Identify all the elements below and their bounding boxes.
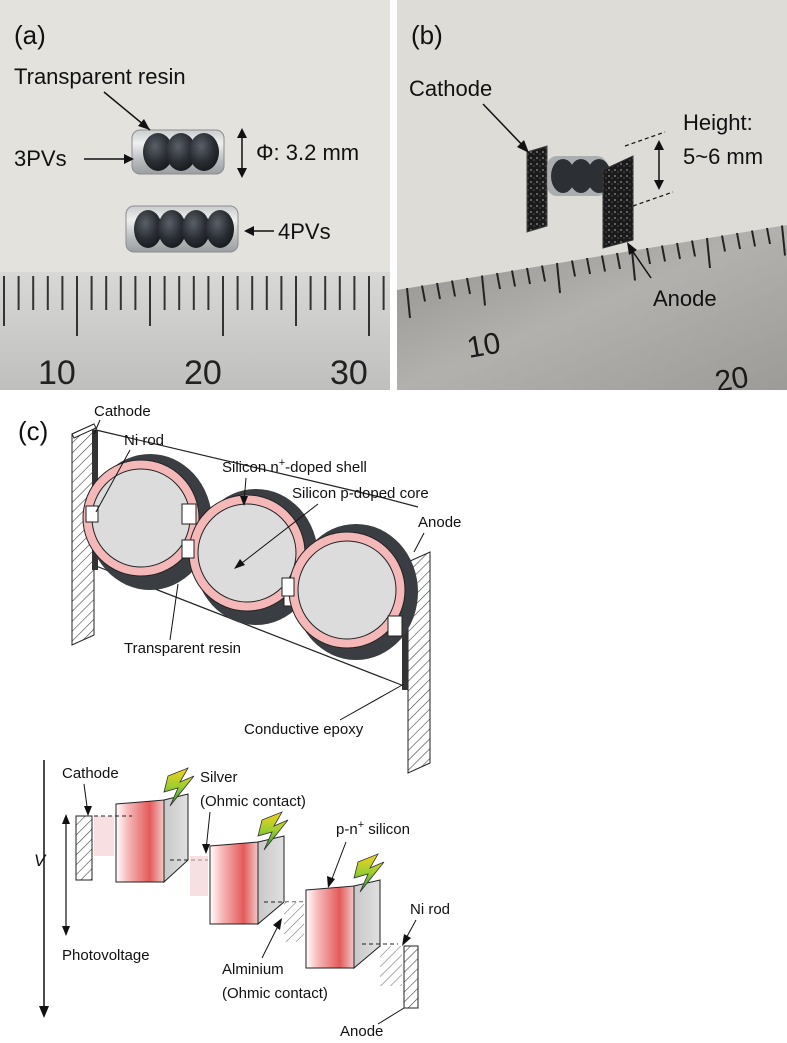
photovoltage-arrow [62, 814, 70, 936]
aluminium-sub-label: (Ohmic contact) [222, 985, 328, 1002]
photo-b-graphic: 10 20 (b) Cathode Height: 5~6 mm Anode [397, 20, 787, 390]
ruler-b-tick-10: 10 [464, 327, 503, 365]
photo-panel-b: 10 20 (b) Cathode Height: 5~6 mm Anode [397, 0, 787, 390]
photovoltage-label: Photovoltage [62, 947, 150, 964]
cathode-band [75, 815, 93, 881]
four-pv-label: 4PVs [278, 219, 331, 244]
aluminium-label: Alminium [222, 961, 284, 978]
four-pv-arrow-head [244, 226, 254, 236]
diameter-label: Φ: 3.2 mm [256, 140, 359, 165]
height-arrow-top [654, 140, 664, 150]
ruler-b-tick-20: 20 [712, 361, 751, 390]
lightning-icon [257, 811, 289, 851]
diameter-arrow-top [237, 128, 247, 138]
cathode-label-band: Cathode [62, 765, 119, 782]
height-label-line1: Height: [683, 110, 753, 135]
panel-a-label: (a) [14, 20, 46, 50]
lightning-icon [353, 853, 385, 893]
photo-a-graphic: 10 20 30 (a) Transparent resin 3PVs Φ: 3… [0, 20, 390, 390]
device-photo [526, 145, 634, 249]
height-dash-bottom [632, 191, 674, 207]
silver-contact-1 [94, 816, 114, 856]
silver-contact-2 [190, 856, 208, 896]
transparent-resin-label: Transparent resin [14, 64, 186, 89]
height-dash-top [624, 131, 666, 147]
anode-label-b: Anode [653, 286, 717, 311]
cathode-label-b: Cathode [409, 76, 492, 101]
cathode-arrow-b [482, 103, 528, 151]
anode-label-band: Anode [340, 1023, 383, 1040]
shell-label: Silicon n+-doped shell [222, 457, 367, 476]
pn-silicon-label: p-n+ silicon [336, 819, 410, 838]
core-label: Silicon p-doped core [292, 485, 429, 502]
sphere-3 [281, 524, 418, 660]
three-pv-label: 3PVs [14, 146, 67, 171]
ruler-a-tick-10: 10 [38, 354, 76, 390]
anode-plate [602, 155, 634, 249]
band-cell-2 [209, 835, 304, 926]
resin-arrow-head [138, 119, 150, 130]
anode-arrow-head-b [627, 242, 637, 255]
silver-label: Silver [200, 769, 238, 786]
ni-rod-band [380, 946, 402, 986]
anode-band [403, 945, 419, 1009]
cathode-arrow-head-b [517, 140, 529, 153]
cathode-plate [526, 145, 548, 233]
aluminium-contact [284, 902, 304, 942]
diameter-arrow-bottom [237, 168, 247, 178]
panel-c-label: (c) [18, 416, 48, 446]
height-label-line2: 5~6 mm [683, 144, 763, 169]
resin-label-c: Transparent resin [124, 640, 241, 657]
ni-rod-label-c: Ni rod [124, 432, 164, 449]
cathode-label-c: Cathode [94, 403, 151, 420]
anode-label-c: Anode [418, 514, 461, 531]
band-cell-1 [94, 793, 208, 884]
height-arrow-bottom [654, 180, 664, 190]
ruler-a-tick-20: 20 [184, 354, 222, 390]
diagram-panel-c: (c) Cathode Ni ro [18, 403, 461, 1040]
silver-sub-label: (Ohmic contact) [200, 793, 306, 810]
four-pv-cylinder [125, 205, 239, 253]
ruler-b [397, 225, 787, 390]
ruler-a-tick-30: 30 [330, 354, 368, 390]
ruler-a [0, 272, 390, 390]
three-pv-arrow-head [124, 154, 134, 164]
three-pv-cylinder [131, 129, 225, 175]
voltage-axis [39, 760, 49, 1018]
band-cell-3 [305, 879, 398, 970]
lightning-icon [163, 767, 195, 807]
ni-rod-label-band: Ni rod [410, 901, 450, 918]
epoxy-label: Conductive epoxy [244, 721, 364, 738]
photo-panel-a: 10 20 30 (a) Transparent resin 3PVs Φ: 3… [0, 0, 390, 390]
panel-b-label: (b) [411, 20, 443, 50]
sphere-1 [82, 454, 212, 590]
v-axis-label: V [34, 851, 47, 870]
